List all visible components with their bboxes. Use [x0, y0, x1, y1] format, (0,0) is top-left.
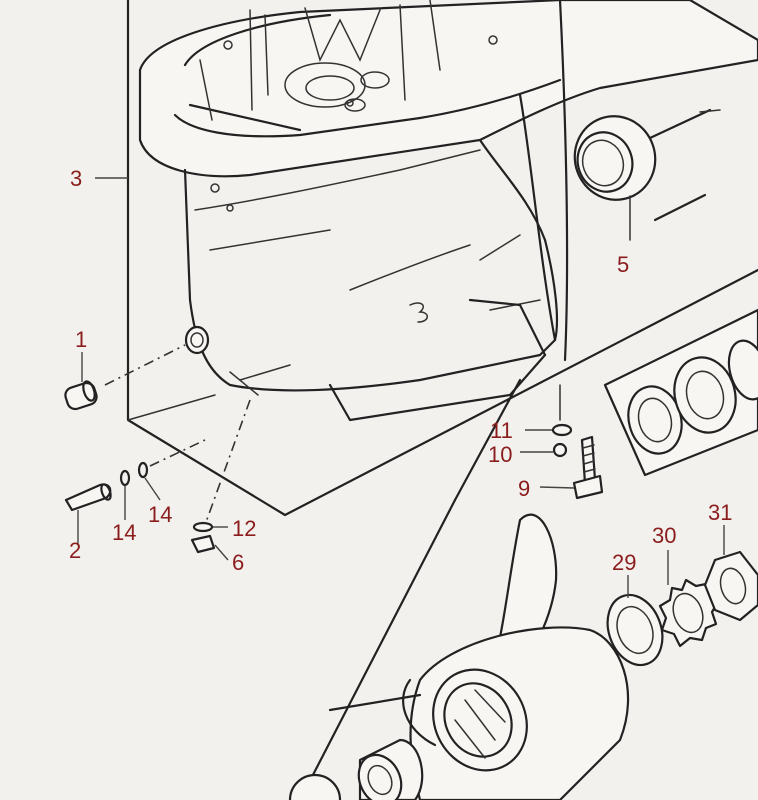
callout-6: 6: [232, 550, 244, 575]
callout-5: 5: [617, 252, 629, 277]
callout-30: 30: [652, 523, 676, 548]
part-6-screw: [190, 399, 251, 561]
callout-3: 3: [70, 166, 82, 191]
part-9-bolt-stack: [520, 384, 604, 500]
part-5-oil-seal: [573, 108, 721, 241]
callout-14-left: 14: [112, 520, 136, 545]
callout-labels: 3 5 1 2 14 14 12 6 11 10 9 29 30 31: [69, 166, 732, 575]
part-30-lock-washer: [658, 550, 720, 648]
part-2-pin: [64, 439, 206, 545]
part-1-plug: [64, 344, 186, 411]
part-29-washer: [606, 575, 664, 667]
callout-12: 12: [232, 516, 256, 541]
callout-9: 9: [518, 476, 530, 501]
callout-1: 1: [75, 327, 87, 352]
right-side-washers: [603, 308, 758, 477]
propeller: [288, 378, 630, 800]
gear-case-housing: [138, 0, 758, 422]
callout-14-right: 14: [148, 502, 172, 527]
callout-10: 10: [488, 442, 512, 467]
callout-11: 11: [490, 418, 513, 443]
part-31-nut: [703, 525, 758, 622]
callout-2: 2: [69, 538, 81, 563]
callout-29: 29: [612, 550, 636, 575]
callout-31: 31: [708, 500, 732, 525]
assembly-frame: [126, 0, 758, 517]
